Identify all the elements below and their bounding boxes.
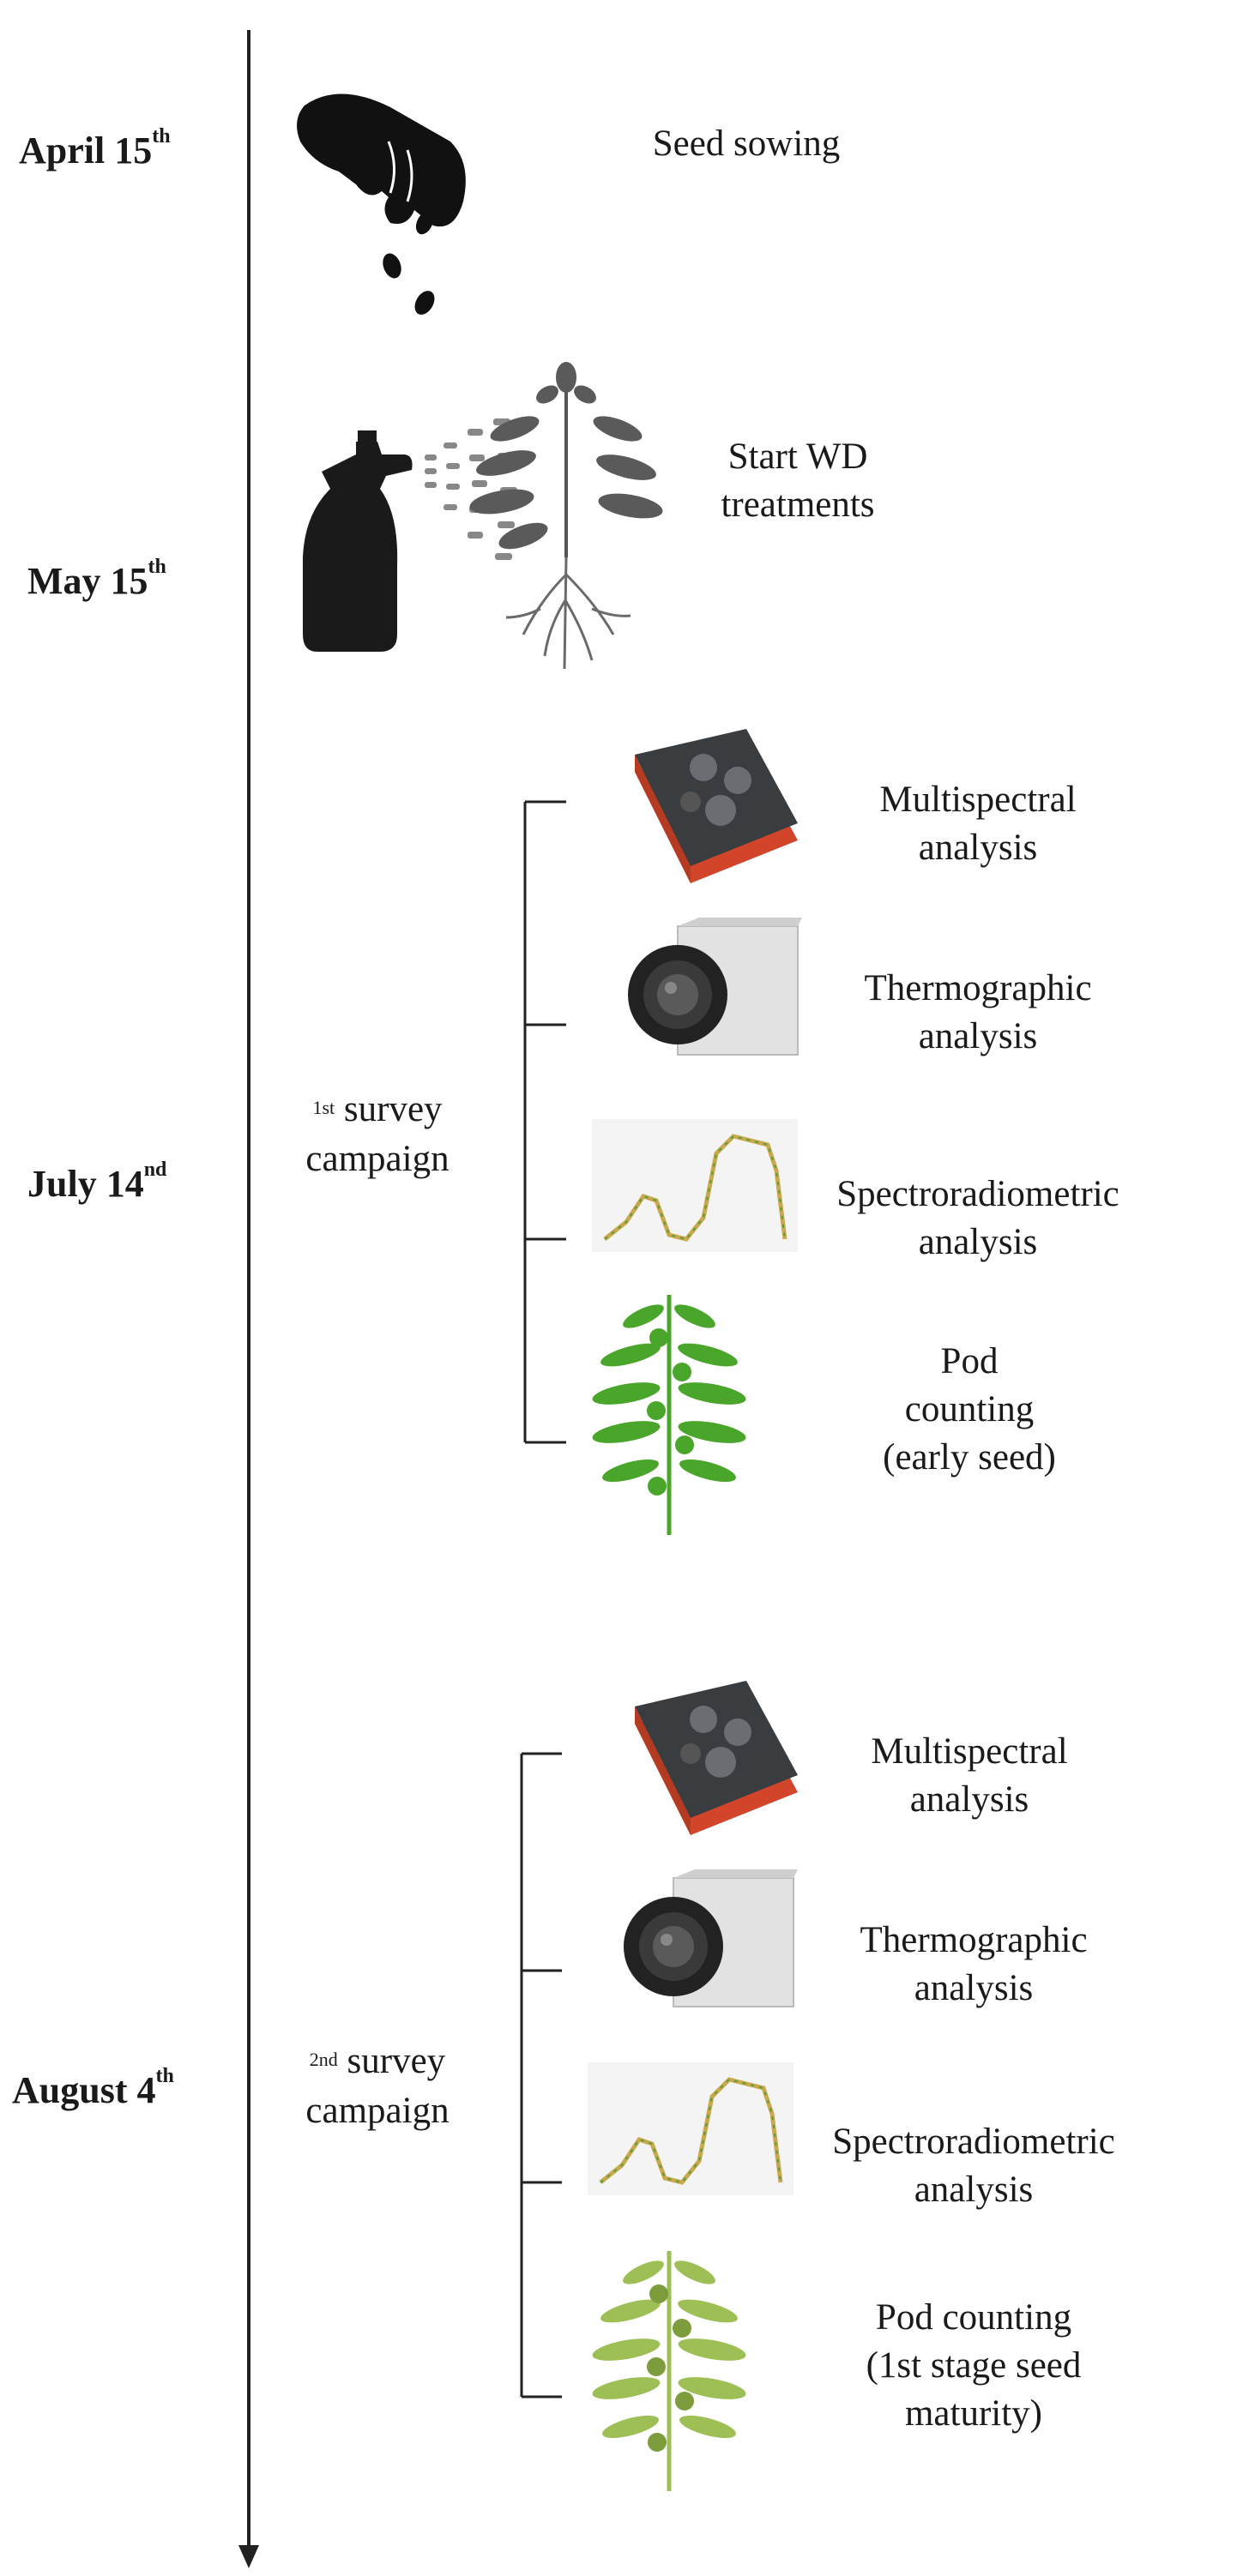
thermographic-camera-icon bbox=[624, 1869, 798, 2007]
c2-pod-counting-label: Pod counting (1st stage seed maturity) bbox=[866, 2297, 1082, 2434]
spectroradiometer-graph-icon bbox=[592, 1119, 798, 1252]
spectroradiometer-graph-icon bbox=[588, 2062, 793, 2195]
pod-plant-light-green-icon bbox=[592, 2251, 746, 2491]
timeline-arrowhead bbox=[238, 2545, 259, 2568]
campaign-1-bracket bbox=[523, 800, 566, 1444]
multispectral-camera-icon bbox=[635, 729, 798, 883]
hand-sowing-icon bbox=[297, 93, 466, 315]
thermographic-camera-icon bbox=[628, 918, 802, 1056]
event-seed-sowing-label: Seed sowing bbox=[652, 123, 841, 164]
event-start-wd-label: Start WD treatments bbox=[721, 436, 875, 525]
c1-pod-counting-label: Pod counting (early seed) bbox=[883, 1341, 1056, 1478]
multispectral-camera-icon bbox=[635, 1681, 798, 1835]
pod-plant-green-icon bbox=[592, 1295, 746, 1535]
date-august-4: August 4th bbox=[12, 2065, 174, 2111]
date-april-15: April 15th bbox=[19, 125, 171, 172]
campaign-2-bracket bbox=[520, 1752, 562, 2398]
campaign-2-name: 2nd survey campaign bbox=[305, 2041, 450, 2131]
date-may-15: May 15th bbox=[27, 556, 166, 602]
date-july-14: July 14nd bbox=[27, 1159, 167, 1205]
campaign-1-name: 1st survey campaign bbox=[305, 1089, 450, 1179]
plant-with-roots-icon bbox=[469, 362, 663, 670]
